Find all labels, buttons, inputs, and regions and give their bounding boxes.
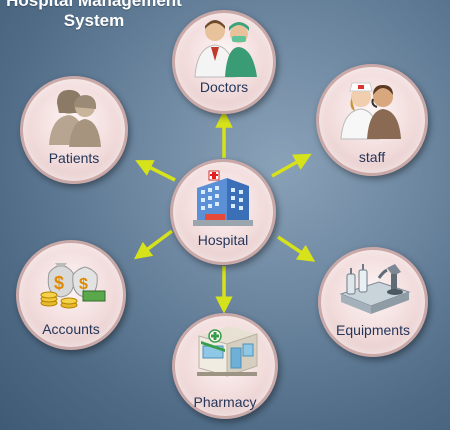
doctors-icon	[194, 20, 257, 78]
hospital-building-icon	[193, 170, 253, 226]
money-bags-icon: $ $	[40, 263, 106, 309]
arrow-to-staff	[271, 153, 312, 178]
node-staff[interactable]: staff	[316, 64, 428, 176]
node-label: Pharmacy	[193, 394, 257, 410]
node-label: Patients	[48, 150, 100, 166]
title-line-1: Hospital Management	[6, 0, 182, 10]
node-label: Hospital	[197, 232, 249, 248]
node-label: Equipments	[336, 322, 410, 338]
arrow-to-equipments	[277, 235, 316, 262]
node-label: Accounts	[42, 321, 100, 337]
node-label: staff	[358, 149, 386, 165]
node-pharmacy[interactable]: Pharmacy	[172, 313, 278, 419]
node-doctors[interactable]: Doctors	[172, 10, 276, 114]
node-accounts[interactable]: $ $ Accounts	[16, 240, 126, 350]
arrow-to-accounts	[133, 229, 174, 260]
patients-icon	[49, 89, 101, 147]
node-patients[interactable]: Patients	[20, 76, 128, 184]
node-equipments[interactable]: Equipments	[318, 247, 428, 357]
node-label: Doctors	[199, 79, 249, 95]
svg-text:$: $	[54, 273, 64, 293]
pharmacy-store-icon	[197, 326, 258, 377]
nurse-staff-icon	[340, 82, 401, 140]
lab-equipment-icon	[339, 264, 411, 314]
node-hospital[interactable]: Hospital	[170, 159, 276, 265]
svg-text:$: $	[79, 276, 88, 293]
arrow-to-patients	[135, 160, 176, 182]
diagram-title: Hospital Management System	[0, 0, 194, 31]
title-line-2: System	[63, 11, 125, 30]
